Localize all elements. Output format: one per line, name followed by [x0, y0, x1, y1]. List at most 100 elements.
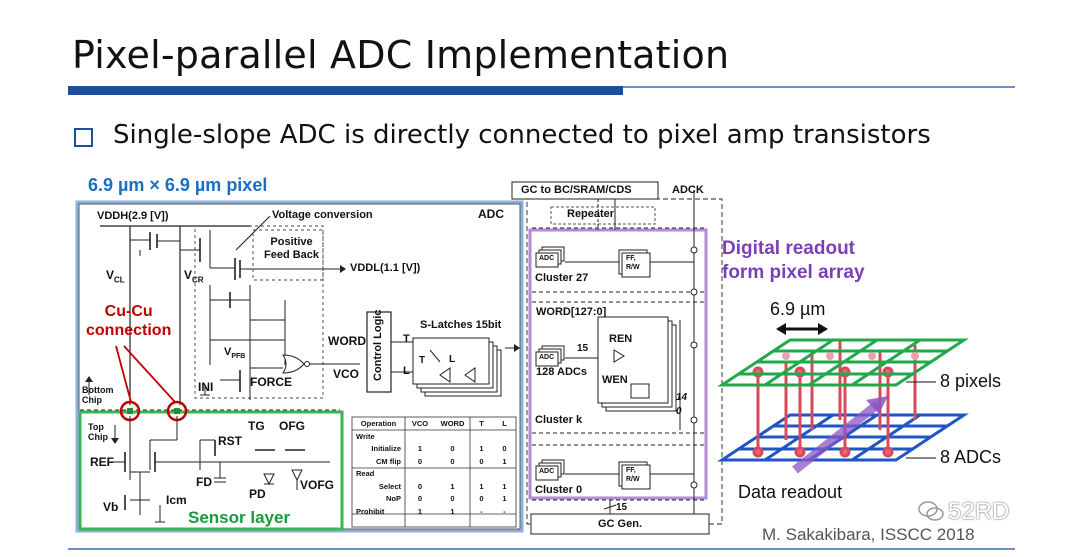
operation-table-grid — [351, 416, 517, 528]
operation-table-header: Operation VCO WORD T L — [352, 417, 516, 430]
data-readout-label: Data readout — [738, 482, 843, 502]
watermark: 52RD — [948, 498, 1010, 525]
adcs-count-label: 8 ADCs — [940, 447, 1002, 467]
footer-rule — [68, 548, 1015, 550]
table-cell-t: 0 — [479, 494, 484, 504]
bullet-square-icon — [74, 128, 93, 147]
vb-label: Vb — [103, 500, 119, 514]
voltage-conversion-label: Voltage conversion — [272, 209, 373, 221]
cucu-line2: connection — [86, 322, 172, 339]
table-cell-op: Read — [356, 469, 375, 479]
positive-feedback-line2: Feed Back — [264, 249, 320, 261]
latch-t-label: T — [419, 355, 426, 366]
adcs-128-label: 128 ADCs — [536, 366, 587, 378]
vpfb-v: V — [224, 346, 232, 358]
wechat-icon — [918, 501, 944, 521]
table-cell-op: Initialize — [371, 444, 401, 454]
table-cell-t: 1 — [479, 444, 484, 454]
cluster-k-label: Cluster k — [535, 414, 583, 426]
vcl-sub: CL — [114, 275, 125, 285]
sensor-layer-label: Sensor layer — [188, 508, 291, 527]
bits-14-label: 14 — [676, 392, 688, 403]
top-chip-line1: Top — [88, 422, 104, 432]
ref-label: REF — [90, 455, 114, 469]
ini-label: INI — [198, 380, 214, 394]
digital-readout-line1: Digital readout — [722, 238, 856, 259]
table-cell-word: 0 — [450, 494, 455, 504]
ff-27-label: FF, — [626, 255, 636, 262]
table-cell-word: 0 — [450, 456, 455, 466]
control-logic-label: Control Logic — [372, 309, 384, 382]
pixel-heading: 6.9 µm × 6.9 µm pixel — [88, 175, 268, 195]
bottom-chip-line2: Chip — [82, 395, 102, 405]
cucu-line1: Cu-Cu — [104, 303, 153, 320]
vddl-label: VDDL(1.1 [V]) — [350, 262, 421, 274]
pixel-grid — [717, 338, 969, 387]
table-cell-op: CM flip — [376, 456, 401, 466]
adc-chip-0: ADC — [539, 468, 555, 475]
table-cell-l: 1 — [502, 481, 507, 491]
table-cell-op: NoP — [386, 494, 401, 504]
table-cell-t: 1 — [479, 481, 484, 491]
gc-gen-label: GC Gen. — [598, 518, 643, 530]
vofg-label: VOFG — [300, 478, 335, 492]
cluster-0-label: Cluster 0 — [535, 484, 583, 496]
icm-label: Icm — [166, 493, 187, 507]
table-cell-t: - — [480, 507, 483, 516]
tg-label: TG — [248, 419, 265, 433]
top-chip-label: Top Chip — [88, 422, 108, 442]
wen-label: WEN — [602, 374, 628, 386]
adc-chip-k: ADC — [539, 354, 555, 361]
vpfb-sub: PFB — [231, 353, 246, 361]
title-underline-thin — [623, 86, 1015, 88]
bits-0-label: 0 — [676, 406, 682, 417]
header-operation: Operation — [360, 419, 397, 428]
vcr-label: VCR — [184, 268, 204, 284]
s-latches-label: S-Latches 15bit — [420, 319, 502, 331]
table-cell-op: Select — [378, 481, 401, 491]
cluster-27-label: Cluster 27 — [535, 272, 589, 284]
bullet-text: Single-slope ADC is directly connected t… — [113, 120, 931, 150]
vcr-v: V — [184, 268, 193, 282]
vco-label: VCO — [333, 367, 360, 381]
adck-label: ADCK — [672, 184, 704, 196]
pixels-count-label: 8 pixels — [940, 371, 1002, 391]
bottom-chip-line1: Bottom — [82, 385, 114, 395]
title-underline — [68, 86, 623, 95]
pitch-label: 6.9 µm — [770, 299, 826, 319]
data-readout-arrow — [792, 396, 888, 474]
adc-label: ADC — [478, 207, 504, 221]
positive-feedback-label: Positive Feed Back — [264, 236, 319, 262]
table-cell-vco: 0 — [417, 481, 423, 491]
vddh-label: VDDH(2.9 [V]) — [97, 210, 169, 222]
fd-label: FD — [196, 475, 212, 489]
vpfb-label: VPFB — [224, 346, 245, 360]
table-cell-word: 0 — [450, 444, 455, 454]
slide-title: Pixel-parallel ADC Implementation — [72, 33, 730, 77]
word-bus-label: WORD[127:0] — [536, 306, 607, 318]
adc-chip-27: ADC — [539, 255, 555, 262]
citation: M. Sakakibara, ISSCC 2018 — [762, 525, 975, 544]
sensor-layer-frame — [78, 410, 344, 531]
ff-0-label: FF, — [626, 467, 636, 474]
table-cell-l: - — [503, 507, 506, 516]
pd-label: PD — [249, 487, 266, 501]
table-cell-vco: 0 — [417, 494, 423, 504]
t-label: T — [403, 333, 410, 345]
table-cell-op: Prohibit — [356, 507, 385, 516]
ren-label: REN — [609, 333, 633, 345]
table-cell-vco: 0 — [417, 456, 423, 466]
table-cell-t: 0 — [479, 456, 484, 466]
table-cell-vco: 1 — [417, 507, 423, 516]
header-vco: VCO — [411, 419, 429, 428]
digital-readout-label: Digital readout form pixel array — [722, 237, 865, 285]
bus-15-label: 15 — [577, 343, 589, 354]
